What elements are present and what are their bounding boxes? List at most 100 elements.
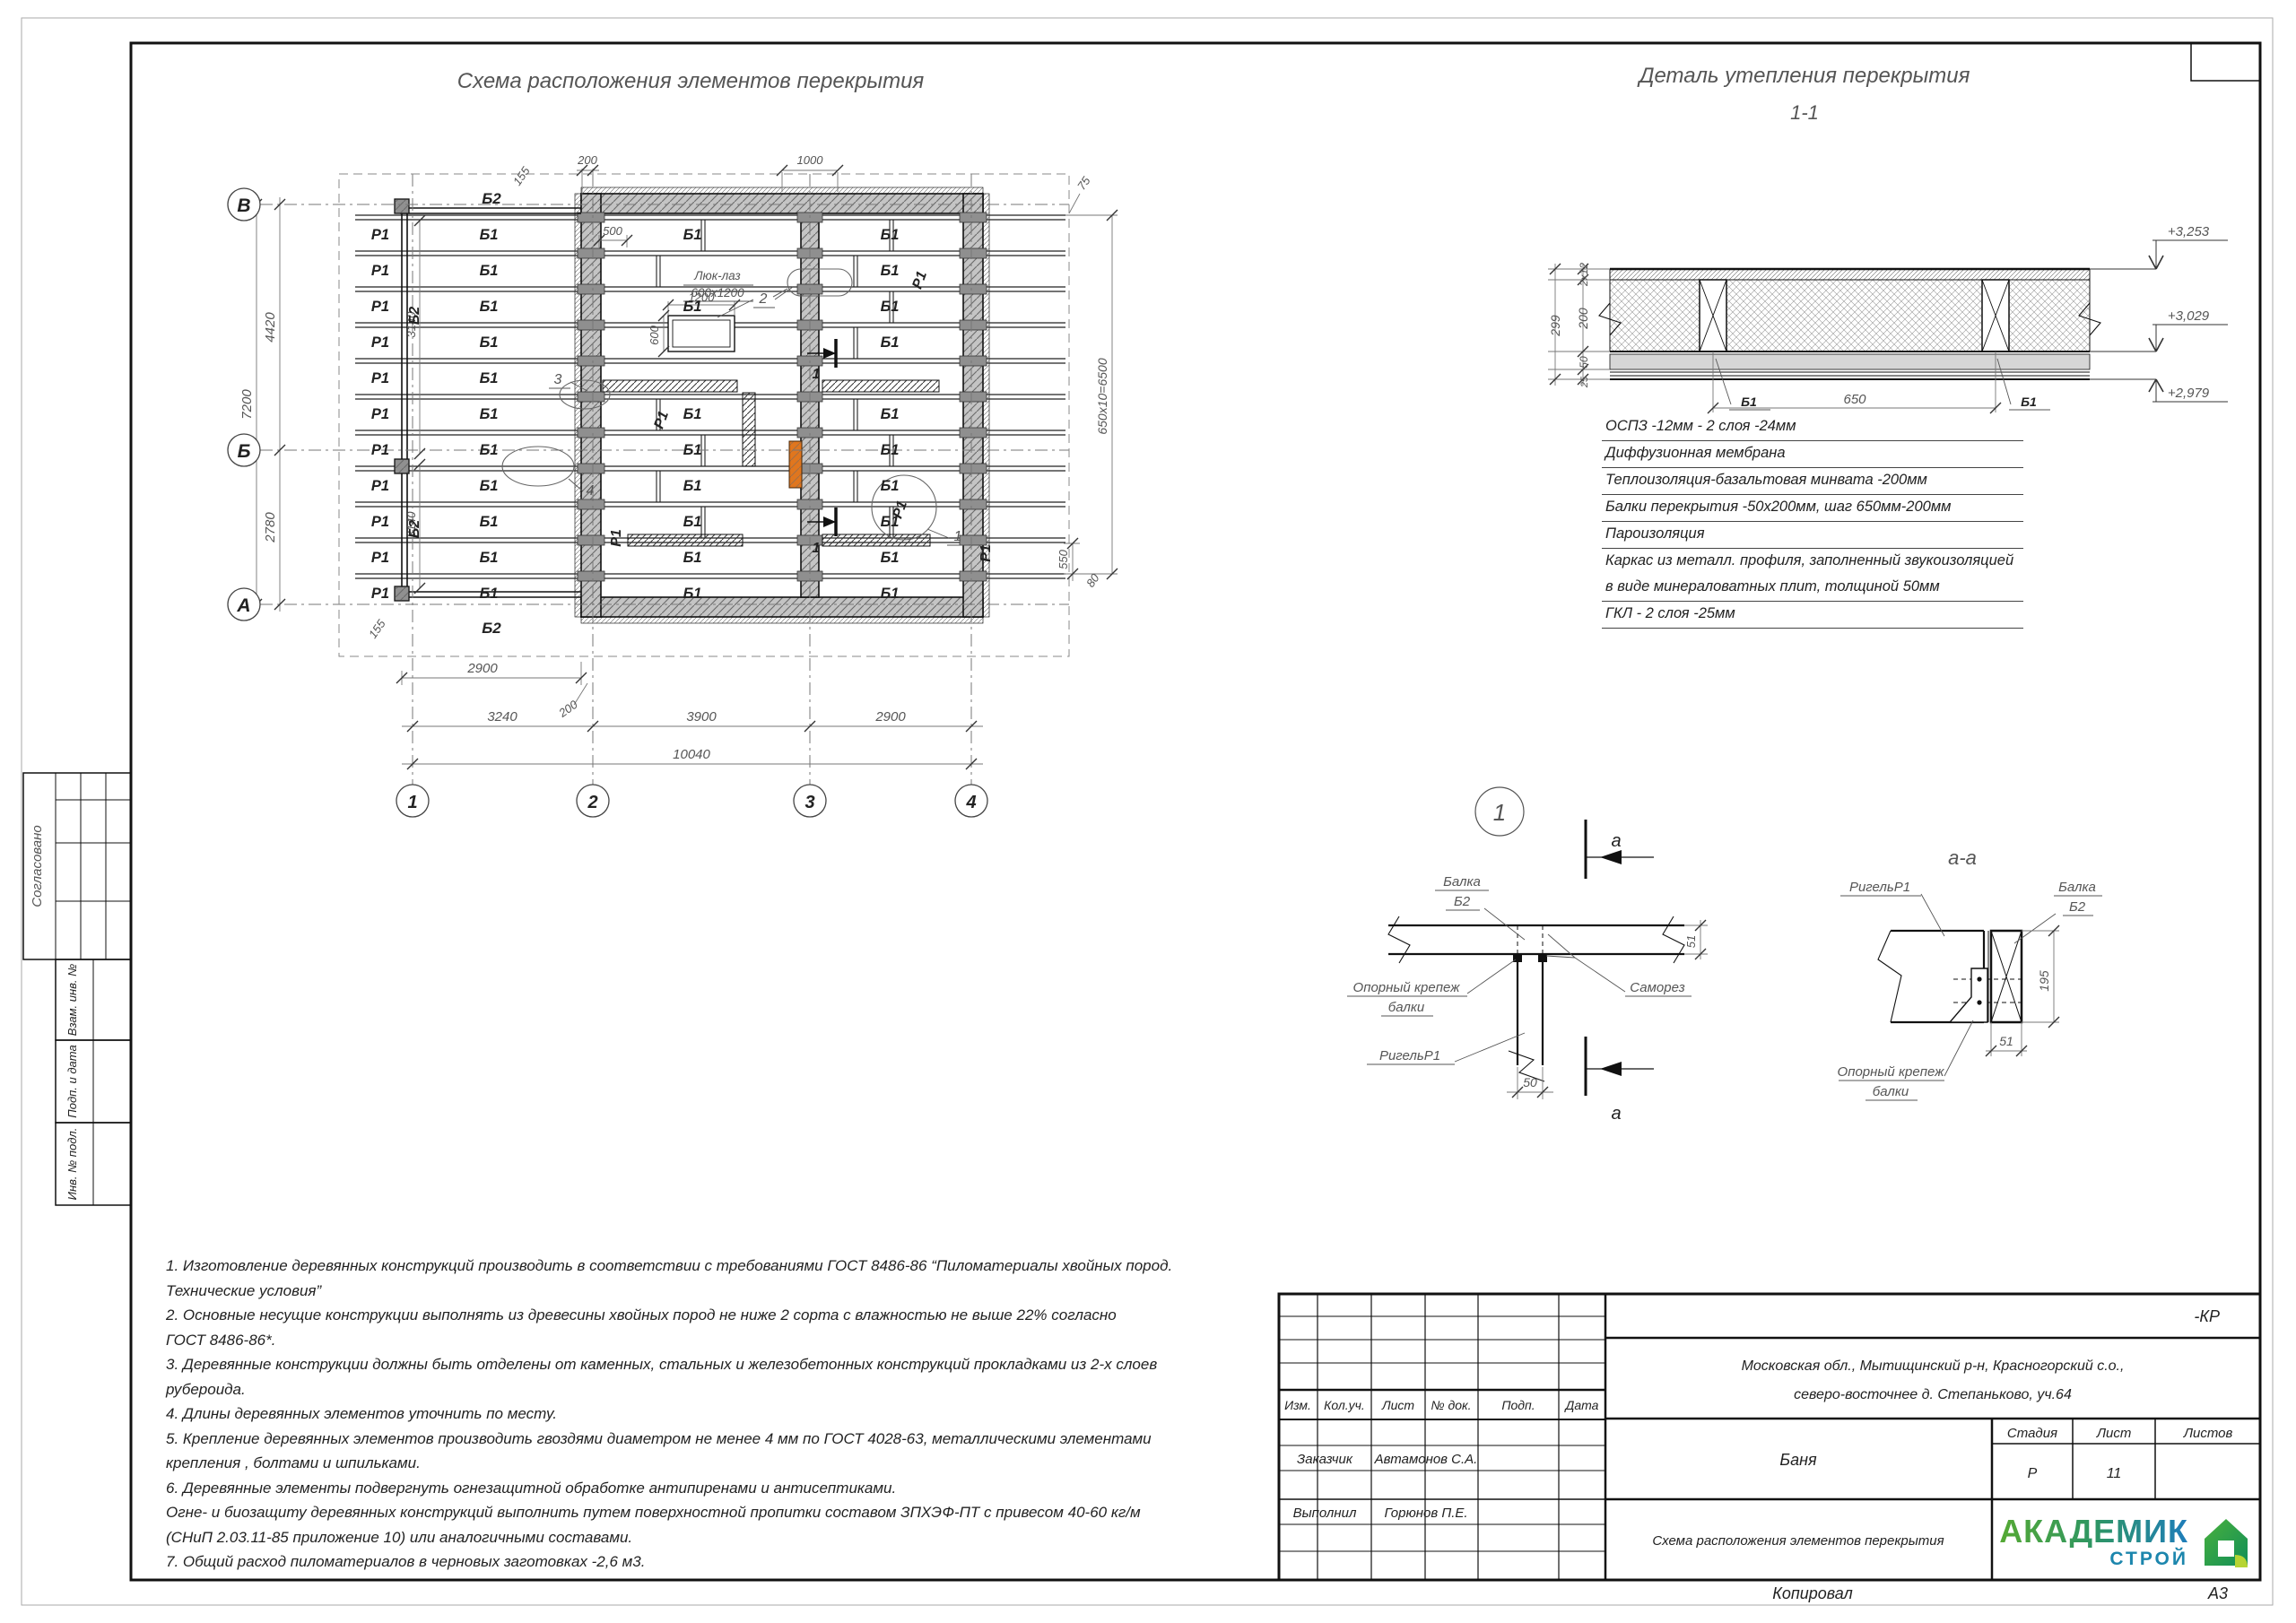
level-3029: +3,029 (2168, 308, 2210, 324)
terrace-posts (394, 198, 410, 602)
detail-section-label: 1-1 (1790, 101, 1819, 124)
layer-row: ОСПЗ -12мм - 2 слоя -24мм (1602, 414, 2023, 441)
stamp-sheet-value: 11 (2107, 1466, 2122, 1481)
plan-beam-label-b1: Б1 (480, 442, 499, 458)
detail-beam-b1-right: Б1 (2021, 395, 2037, 409)
plan-beam-label-b1: Б1 (881, 550, 900, 566)
beam-support-pad (959, 247, 987, 259)
logo-text: АКАДЕМИК СТРОЙ (1999, 1515, 2188, 1569)
plan-beam-label-p1: Р1 (371, 406, 389, 422)
side-podp-data: Подп. и дата (65, 1045, 79, 1117)
logo-line-2: СТРОЙ (2109, 1549, 2188, 1569)
layer-row: Каркас из металл. профиля, заполненный з… (1605, 552, 2014, 568)
dim-75: 75 (1074, 174, 1093, 193)
axis-label-4: 4 (965, 793, 976, 812)
level-3253: +3,253 (2168, 224, 2210, 239)
plan-beam-label-b1: Б1 (683, 478, 702, 494)
stamp-doc-title: Схема расположения элементов перекрытия (1652, 1533, 1944, 1549)
plan-beam-label-b1: Б1 (881, 406, 900, 422)
axis-label-b: Б (238, 441, 251, 462)
beam-support-pad (577, 247, 605, 259)
aa-balka-label: Балка (2058, 880, 2096, 895)
plan-callouts (501, 268, 937, 541)
ddim-650: 650 (1843, 392, 1866, 407)
dim-2780: 2780 (263, 512, 278, 543)
dim-10040: 10040 (673, 747, 710, 762)
beam-label-b2-top: Б2 (482, 190, 501, 207)
plan-beam-label-p1: Р1 (371, 550, 389, 566)
beam-support-pad (577, 283, 605, 295)
plan-beam-label-b1: Б1 (881, 299, 900, 315)
beam-support-pad (959, 319, 987, 331)
node1-screw-label: Саморез (1630, 980, 1684, 995)
plan-beam-label-b1: Б1 (480, 299, 499, 315)
stamp-executor-role: Выполнил (1293, 1506, 1357, 1521)
plan-beam-label-b1: Б1 (881, 334, 900, 351)
beam-support-pad (577, 319, 605, 331)
note-line: ГОСТ 8486-86*. (166, 1331, 276, 1349)
dim-3900: 3900 (686, 709, 717, 725)
stamp-sheet-label: Лист (2096, 1426, 2132, 1441)
side-tables (22, 772, 132, 1206)
ddim-2x12: 2х12 (1578, 263, 1590, 287)
dim-155-bottom: 155 (366, 617, 388, 641)
axis-circles (227, 187, 988, 818)
plan-beam-label-b1: Б1 (683, 514, 702, 530)
dim-2900-bottom: 2900 (874, 709, 906, 725)
note-line: (СНиП 2.03.11-85 приложение 10) или анал… (166, 1528, 633, 1546)
node1-support-label-1: Опорный крепеж (1353, 980, 1461, 995)
plan-beam-label-p1: Р1 (371, 478, 389, 494)
beam-support-pad (959, 427, 987, 438)
beam-support-pad (577, 570, 605, 582)
plan-beam-label-b1: Б1 (683, 299, 702, 315)
stamp-executor-name: Горюнов П.Е. (1384, 1506, 1467, 1521)
layer-row: Теплоизоляция-базальтовая минвата -200мм (1602, 468, 2023, 495)
stamp-customer-name: Автамонов С.А. (1374, 1452, 1478, 1467)
plan-beam-label-b1: Б1 (480, 550, 499, 566)
stamp-sheets-label: Листов (2183, 1426, 2233, 1441)
level-2979: +2,979 (2168, 386, 2210, 401)
ddim-50: 50 (1578, 356, 1590, 369)
plan-beam-label-p1: Р1 (371, 370, 389, 386)
section-mark-1-top: 1 (813, 367, 821, 382)
plan-beam-label-p1: Р1 (371, 334, 389, 351)
detail-title: Деталь утепления перекрытия (1637, 64, 1970, 88)
beam-support-pad (577, 212, 605, 223)
section-a-a (1839, 893, 2102, 1101)
aa-support-label-2: балки (1873, 1084, 1909, 1099)
layer-row: в виде минераловатных плит, толщиной 50м… (1602, 575, 2023, 602)
plan-beam-label-p1: Р1 (371, 263, 389, 279)
axis-label-3: 3 (804, 793, 814, 812)
plan-beam-label-b1: Б1 (480, 334, 499, 351)
plan-title: Схема расположения элементов перекрытия (457, 69, 925, 93)
plan-beam-label-b1: Б1 (480, 263, 499, 279)
beam-label-b2-left-lower: Б2 (407, 520, 422, 538)
stamp-col-izm: Изм. (1284, 1398, 1311, 1412)
beam-support-pad (959, 391, 987, 403)
beam-label-b2-bottom: Б2 (482, 620, 501, 637)
plan-beam-label-b1: Б1 (480, 586, 499, 602)
beam-support-pad (577, 391, 605, 403)
plan-beam-label-p1: Р1 (371, 586, 389, 602)
dim-1000: 1000 (797, 153, 824, 167)
detail-beam-b1-left: Б1 (1741, 395, 1757, 409)
layer-row: Пароизоляция (1602, 522, 2023, 549)
note-line: крепления , болтами и шпильками. (166, 1454, 421, 1471)
level-marks (2090, 239, 2228, 403)
stamp-stage-label: Стадия (2007, 1426, 2057, 1441)
beam-label-p1-rot3: Р1 (890, 499, 910, 520)
beam-label-p1-rot2: Р1 (909, 269, 930, 291)
axis-label-v: В (237, 195, 250, 216)
plan-terrace-beams (394, 198, 581, 602)
beam-label-p1-rot5: Р1 (651, 409, 672, 430)
callout-3: 3 (554, 372, 562, 387)
note-line: 3. Деревянные конструкции должны быть от… (166, 1356, 1158, 1373)
plan-beam-label-b1: Б1 (480, 406, 499, 422)
plan-beam-label-b1: Б1 (881, 442, 900, 458)
plan-beam-label-b1: Б1 (683, 227, 702, 243)
plan-walls (574, 187, 990, 624)
stamp-code: -КР (2194, 1307, 2220, 1325)
stamp-col-data: Дата (1564, 1398, 1599, 1412)
stamp-col-podp: Подп. (1501, 1398, 1535, 1412)
